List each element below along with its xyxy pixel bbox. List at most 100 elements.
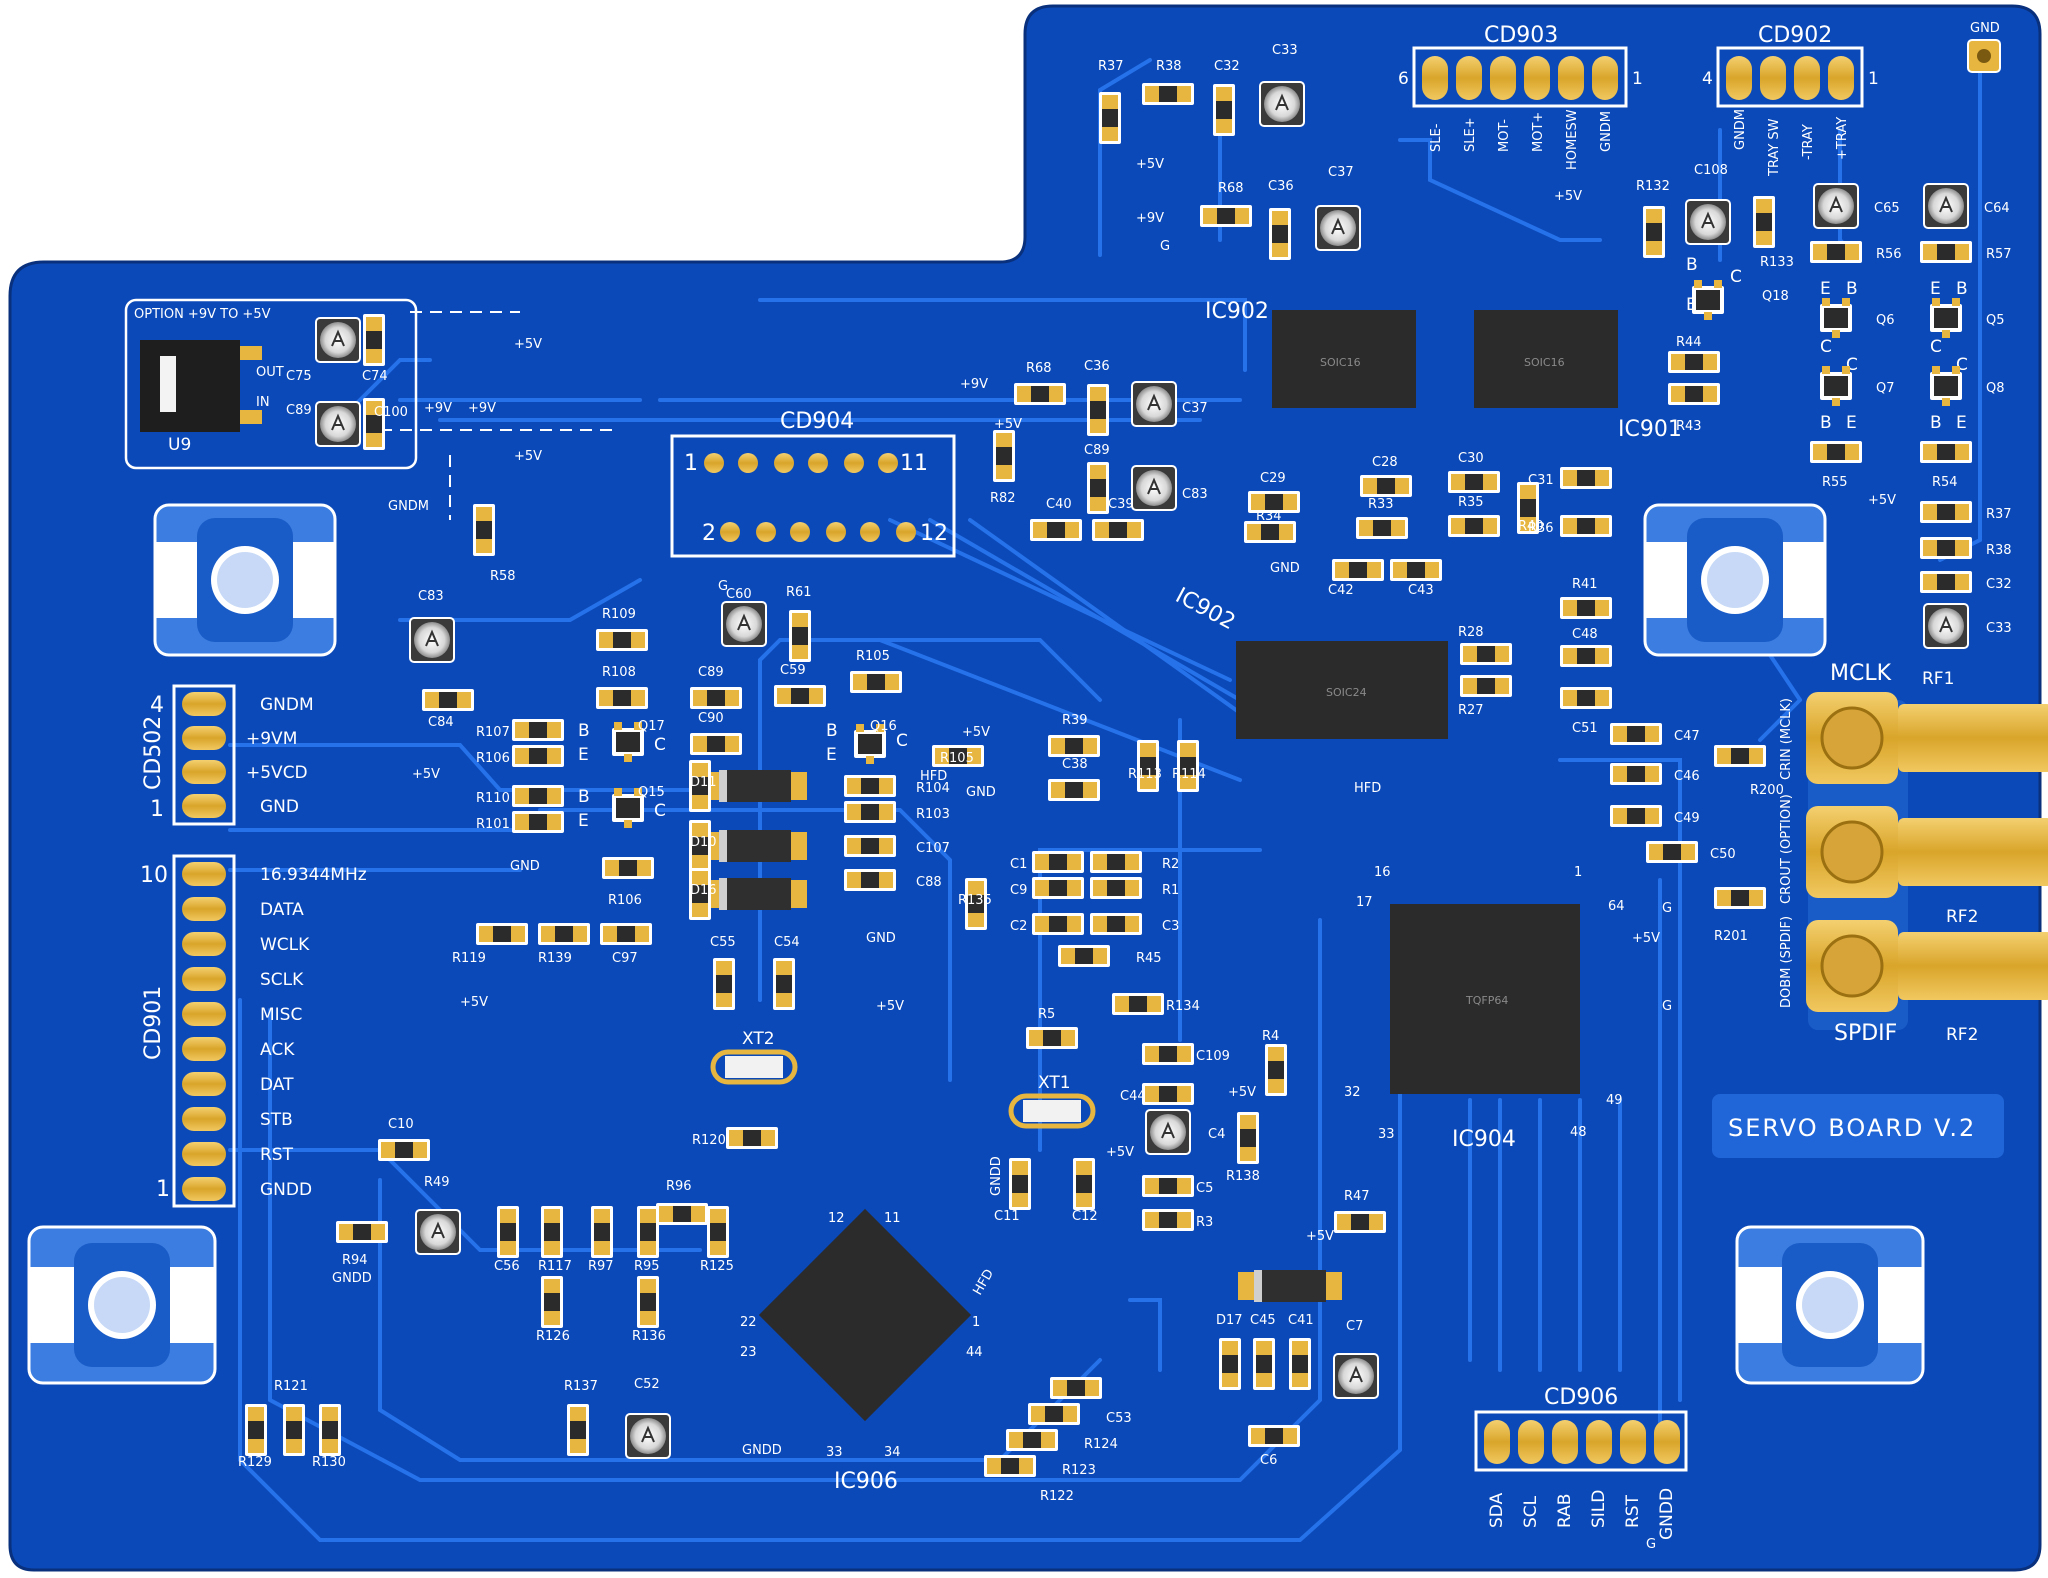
rf-side-label: CRIN (MCLK) (1779, 698, 1794, 780)
component-c36: C36 (1268, 179, 1294, 260)
net-label: +5V (962, 725, 990, 740)
component-ref: R110 (476, 791, 510, 806)
cd502-pin-hi: 4 (150, 693, 164, 718)
component-c107: C107 (844, 835, 950, 857)
component-r123: R123 (1006, 1429, 1096, 1478)
component-r4: R4 (1262, 1029, 1287, 1096)
component-c32: C32 (1920, 571, 2012, 593)
component-r126: R126 (536, 1276, 570, 1344)
transistor-pin: E (1930, 279, 1941, 299)
net-label: +5V (514, 449, 542, 464)
component-c97: C97 (600, 923, 652, 966)
component-ref: R3 (1196, 1215, 1213, 1230)
component-ref: D17 (1216, 1313, 1243, 1328)
component-c30: C30 (1448, 451, 1500, 493)
xt2-ref: XT2 (742, 1029, 775, 1049)
component-ref: R4 (1262, 1029, 1279, 1044)
ic904-pin: 64 (1608, 899, 1625, 914)
component-ref: R34 (1256, 509, 1282, 524)
component-r68: R68 (1200, 181, 1252, 227)
component-c3: C3 (1090, 913, 1179, 935)
component-r101: R101 (476, 811, 564, 833)
ic902b-package: SOIC24 (1326, 686, 1367, 699)
component-ref: C5 (1196, 1181, 1213, 1196)
transistor-pin: C (654, 735, 666, 755)
component-ref: R94 (342, 1253, 368, 1268)
component-ref: C42 (1328, 583, 1354, 598)
component-c40: C40 (1030, 497, 1082, 541)
component-r1: R1 (1090, 877, 1179, 899)
ic906-pin: 22 (740, 1315, 757, 1330)
cd901-pins (182, 862, 226, 1201)
component-ref: C83 (418, 589, 444, 604)
ic906-pin: 23 (740, 1345, 757, 1360)
regulator-block: OPTION +9V TO +5V OUT IN U9 (124, 298, 418, 470)
component-ref: Q5 (1986, 313, 2005, 328)
component-c38: C38 (1048, 757, 1100, 801)
component-c55: C55 (710, 935, 736, 1010)
component-c42: C42 (1328, 559, 1384, 598)
component-ref: C65 (1874, 201, 1900, 216)
component-r105: R105 (850, 649, 902, 693)
component-c10: C10 (378, 1117, 430, 1161)
component-r47: R47 (1334, 1189, 1386, 1233)
component-r36: R36 (1528, 515, 1612, 537)
component-c89: C89 (690, 665, 742, 709)
ic906-pin: 44 (966, 1345, 983, 1360)
ic904-pin: 33 (1378, 1127, 1395, 1142)
cd906-signal: RAB (1555, 1494, 1575, 1528)
regulator-caption: OPTION +9V TO +5V (134, 307, 271, 322)
component-r97: R97 (588, 1206, 614, 1274)
component-r57: R57 (1920, 241, 2012, 263)
component-c39: C39 (1092, 497, 1144, 541)
ic906-pin: 34 (884, 1445, 901, 1460)
component-r103: R103 (844, 801, 950, 823)
net-label: +5V (1868, 493, 1896, 508)
component-r3: R3 (1142, 1209, 1213, 1231)
component-ref: C88 (916, 875, 942, 890)
regulator-ref: U9 (168, 435, 191, 455)
component-r55: R55 (1810, 441, 1862, 490)
cd902-pin-lo: 1 (1868, 69, 1879, 89)
transistor-pin: E (578, 811, 589, 831)
component-ref: Q16 (870, 719, 897, 734)
ic906-pin: 1 (972, 1315, 980, 1330)
component-ref: C90 (698, 711, 724, 726)
component-r135: R135 (958, 878, 992, 930)
transistor-pin: E (1686, 295, 1697, 315)
component-c41: C41 (1288, 1313, 1314, 1390)
component-c64: C64 (1923, 183, 2010, 229)
component-c51: C51 (1560, 687, 1612, 736)
component-r44: R44 (1668, 335, 1720, 373)
cd902-signal: +TRAY (1835, 117, 1850, 160)
component-r96: R96 (656, 1179, 708, 1225)
mounting-hole (153, 503, 337, 657)
component-d17: D17 (1216, 1313, 1243, 1390)
transistor-pin-labels: B C E E B C C B E E B C C B E B E C B E … (578, 255, 1968, 831)
component-r104: R104 (844, 775, 950, 797)
component-ref: C56 (494, 1259, 520, 1274)
component-ref: R95 (634, 1259, 660, 1274)
component-r56: R56 (1810, 241, 1902, 263)
ic904-ref: IC904 (1452, 1127, 1516, 1152)
components: R37 R38 C32 C33 R68 C36 C37 R132 (238, 43, 2012, 1504)
component-c48: C48 (1560, 627, 1612, 667)
cd901-signal: WCLK (260, 935, 310, 955)
component-ref: C48 (1572, 627, 1598, 642)
component-ref: R125 (700, 1259, 734, 1274)
title-badge-text: SERVO BOARD V.2 (1728, 1114, 1976, 1142)
component-ref: C108 (1694, 163, 1728, 178)
transistor-pin: B (1820, 413, 1832, 433)
component-ref: D11 (690, 775, 717, 790)
net-label: G (718, 579, 728, 594)
transistor-pin: B (1846, 279, 1858, 299)
net-label: +9V (424, 401, 452, 416)
ic904: TQFP64 IC904 1 16 17 32 33 48 49 64 (1344, 865, 1625, 1152)
component-q18: Q18 (1692, 280, 1789, 320)
net-label: +9V (960, 377, 988, 392)
net-label: G (1160, 239, 1170, 254)
component-ref: D10 (690, 835, 717, 850)
ic902-top: SOIC16 IC902 (1205, 299, 1416, 408)
regulator-out-label: OUT (256, 365, 284, 380)
connector-labels: CD903 6 1 SLE- SLE+ MOT- MOT+ HOMESW GND… (140, 21, 2000, 1540)
